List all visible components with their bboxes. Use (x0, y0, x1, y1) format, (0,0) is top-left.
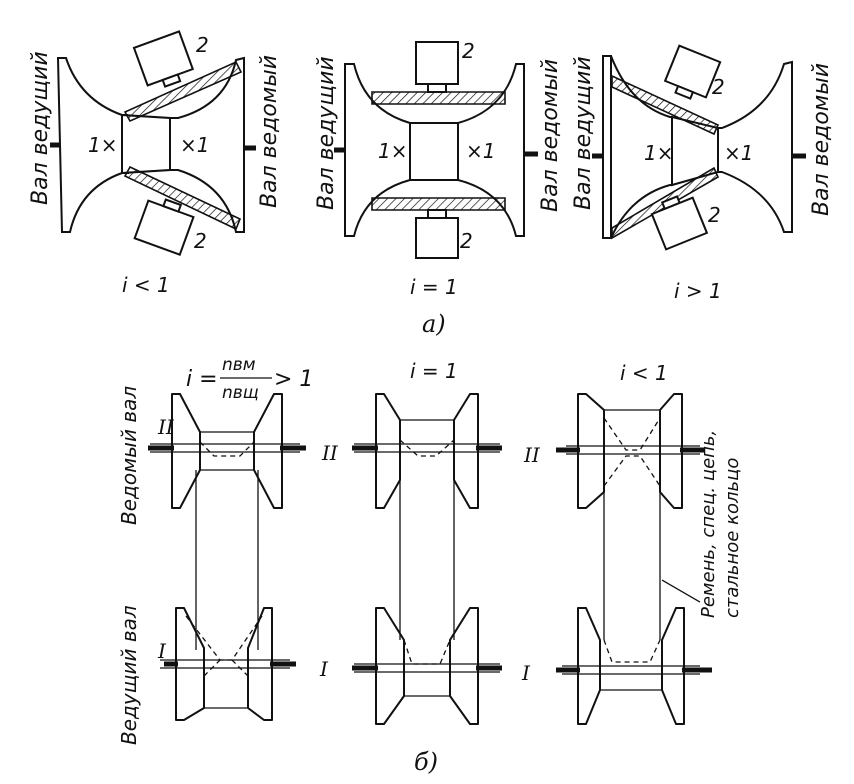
panel-a3: Вал ведущий 2 2 1× ×1 Вал ведомый i > 1 (571, 44, 834, 303)
lower-right-cone (247, 607, 273, 721)
roller-label-top: 2 (462, 39, 475, 63)
lower-shaft-numeral: I (521, 661, 531, 685)
friction-ring-top (123, 60, 243, 123)
belt-drive-3: II I (521, 393, 712, 725)
drive-shaft-label: Вал ведущий (571, 56, 596, 210)
roller-top (415, 41, 459, 93)
driven-shaft-label: Вал ведомый (809, 63, 834, 216)
roller-label-top: 2 (196, 33, 209, 57)
ratio-label-b2: i = 1 (410, 359, 458, 383)
drive-shaft-label: Вал ведущий (28, 51, 53, 205)
friction-ring-bottom (123, 165, 242, 231)
upper-right-cone (453, 393, 479, 509)
upper-left-cone (375, 393, 401, 509)
part-a: Вал ведущий 2 2 1× ×1 Вал ведомый i < 1 (28, 30, 834, 338)
formula-rhs: > 1 (274, 367, 313, 392)
right-point-label: ×1 (466, 139, 495, 163)
belt-drive-2: II I (319, 393, 502, 725)
right-point-label: ×1 (724, 141, 753, 165)
right-point-label: ×1 (180, 133, 209, 157)
upper-shaft-numeral: II (157, 415, 175, 439)
belt-label-line2: стальное кольцо (722, 458, 743, 618)
lower-shaft-numeral: I (157, 639, 167, 663)
roller-label-bottom: 2 (194, 229, 207, 253)
drive-shaft-label: Ведущий вал (117, 605, 141, 745)
friction-ring-bottom (371, 197, 506, 211)
driven-shaft-label: Вал ведомый (257, 55, 282, 208)
ratio-label-a1: i < 1 (122, 273, 170, 297)
belt-leader-line (661, 579, 701, 603)
roller-bottom (133, 198, 195, 256)
lower-shaft-numeral: I (319, 657, 329, 681)
panel-a1: Вал ведущий 2 2 1× ×1 Вал ведомый i < 1 (28, 30, 282, 297)
upper-left-cone (577, 393, 605, 509)
upper-shaft-numeral: II (321, 441, 339, 465)
driven-shaft-label: Ведомый вал (117, 386, 141, 525)
roller-bottom (650, 195, 709, 251)
roller-label-bottom: 2 (460, 229, 473, 253)
ratio-label-a2: i = 1 (410, 275, 458, 299)
left-point-label: 1× (644, 141, 673, 165)
panel-a2: Вал ведущий 2 2 1× ×1 Вал ведомый i = 1 (314, 39, 563, 299)
hub-outline (121, 113, 171, 175)
drive-cone-left-rim (602, 55, 612, 239)
roller-top (663, 44, 722, 100)
friction-ring-top (371, 91, 506, 105)
left-point-label: 1× (378, 139, 407, 163)
roller-top (132, 30, 195, 88)
formula-numerator: nвм (222, 355, 256, 375)
ratio-label-b3: i < 1 (620, 361, 668, 385)
upper-shaft-numeral: II (523, 443, 541, 467)
lower-left-cone (175, 607, 205, 721)
belt-drive-1: II I (148, 393, 306, 721)
formula-lhs: i = (186, 367, 218, 392)
caption-a: а) (422, 310, 446, 338)
part-b: Ведомый вал Ведущий вал i = nвм nвщ > 1 … (117, 355, 743, 776)
belt-label-line1: Ремень, спец. цепь, (698, 430, 719, 618)
drive-shaft-label: Вал ведущий (314, 56, 339, 210)
ratio-label-a3: i > 1 (674, 279, 722, 303)
ratio-formula: i = nвм nвщ > 1 (186, 355, 313, 403)
formula-denominator: nвщ (222, 383, 259, 403)
roller-bottom (415, 209, 459, 259)
driven-shaft-label: Вал ведомый (538, 59, 563, 212)
left-point-label: 1× (88, 133, 117, 157)
hub-outline (409, 122, 459, 181)
friction-ring-top (611, 74, 720, 136)
roller-label-top: 2 (712, 75, 725, 99)
caption-b: б) (414, 748, 438, 776)
roller-label-bottom: 2 (708, 203, 721, 227)
upper-right-cone (659, 393, 683, 509)
